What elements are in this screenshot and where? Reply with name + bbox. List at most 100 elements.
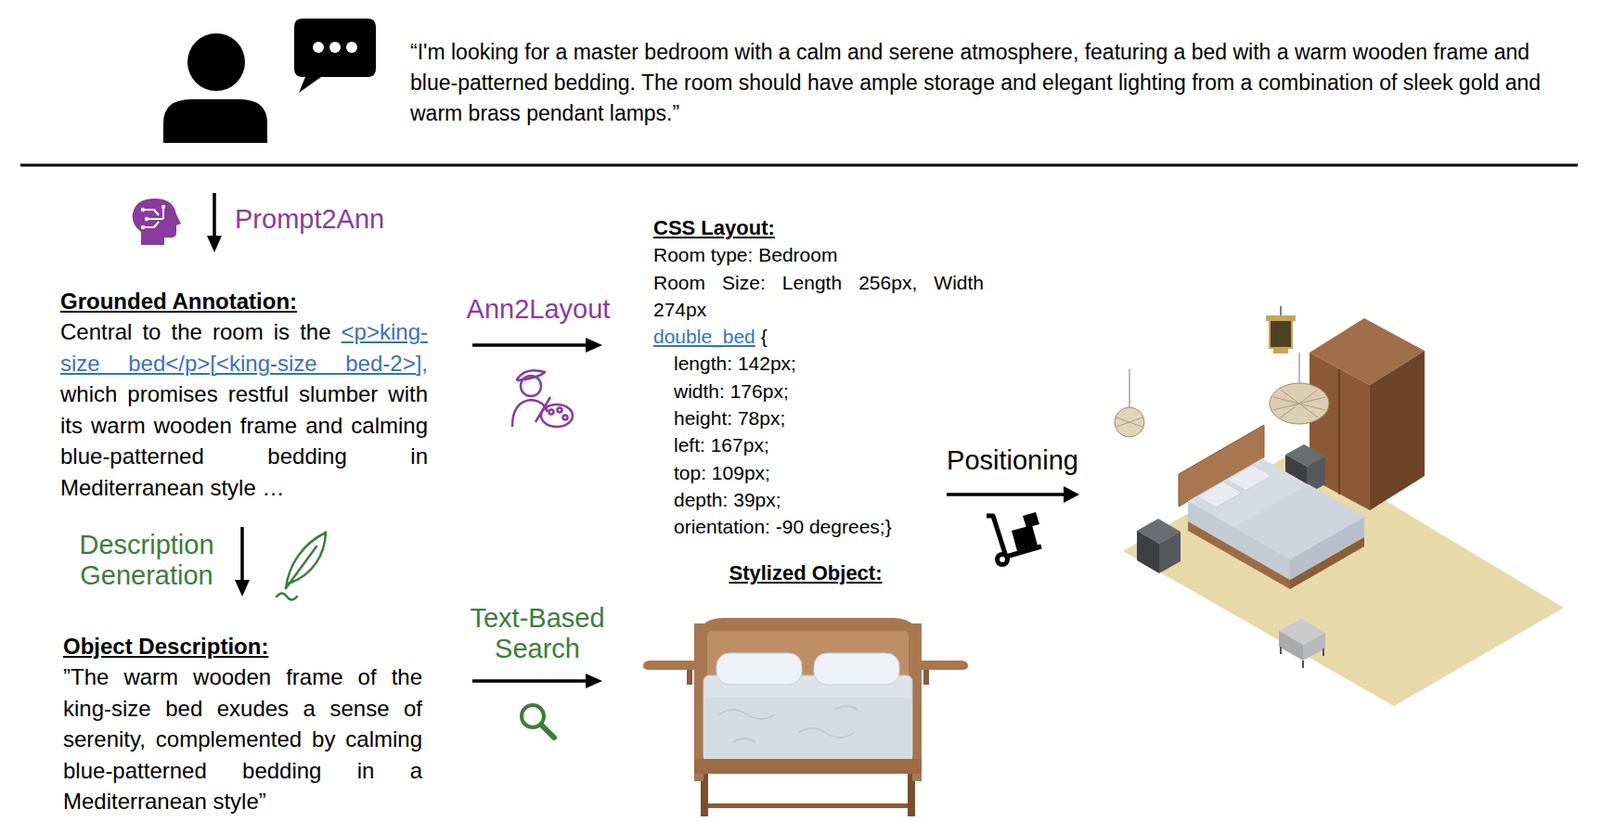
- stylized-bed-illustration: [733, 738, 756, 743]
- quill-icon: [276, 532, 326, 601]
- painter-icon: [535, 397, 551, 423]
- pendant-lamp: [1114, 407, 1145, 438]
- pendant-lamp: [1116, 417, 1143, 427]
- pendant-lamp: [1273, 389, 1326, 418]
- stylized-bed-illustration: [708, 803, 908, 809]
- speech-bubble-icon: [346, 41, 358, 53]
- bed: [1197, 481, 1242, 508]
- hand-truck-icon: [1011, 525, 1038, 552]
- ottoman: [1302, 660, 1304, 669]
- text-line: Room Size: Length 256px, Width 274px: [653, 269, 984, 324]
- hand-truck-icon: [994, 552, 1010, 568]
- speech-bubble-icon: [329, 41, 341, 53]
- text-line: Grounded Annotation:: [60, 285, 428, 317]
- text-line: top: 109px;: [653, 459, 984, 487]
- node-text: height: 78px;: [673, 407, 786, 429]
- bed: [1178, 425, 1365, 590]
- stylized-bed-illustration: [703, 675, 913, 762]
- flow-arrow: [212, 193, 217, 244]
- positioning-arrow: [1063, 486, 1080, 504]
- text-line: Central to the room is the <p>king-size …: [60, 316, 428, 504]
- stylized-bed-illustration: [835, 706, 858, 710]
- node-heading: Object Description:: [63, 633, 269, 659]
- brain-head-icon: [132, 198, 181, 246]
- linked-term: double_bed: [653, 325, 756, 348]
- brain-head-icon: [132, 198, 181, 246]
- quill-icon: [276, 593, 297, 601]
- stylized-bed-illustration: [719, 709, 775, 720]
- ottoman: [1278, 631, 1304, 661]
- wardrobe: [1309, 318, 1425, 511]
- brain-head-icon: [147, 218, 164, 220]
- object-description: Object Description:”The warm wooden fram…: [63, 596, 473, 818]
- brain-head-icon: [141, 225, 145, 230]
- node-text: orientation: -90 degrees;}: [673, 516, 892, 538]
- pendant-lamp: [1269, 383, 1330, 425]
- pendant-lamp: [1299, 352, 1301, 384]
- positioning-arrow: [946, 492, 1066, 497]
- ottoman: [1278, 619, 1326, 669]
- text-line: height: 78px;: [653, 404, 984, 432]
- node-text: {: [761, 325, 768, 348]
- node-text: left: 167px;: [673, 434, 770, 456]
- flow-arrow: [472, 343, 594, 348]
- brain-head-icon: [144, 217, 149, 221]
- painter-icon: [549, 410, 555, 415]
- node-text: which promises restful slumber with its …: [60, 381, 428, 501]
- edge-label: Description Generation: [67, 529, 226, 592]
- stylized-bed-illustration: [694, 759, 922, 775]
- painter-icon: [516, 370, 545, 381]
- node-heading: Stylized Object:: [728, 561, 882, 585]
- node-text: top: 109px;: [673, 462, 771, 484]
- user-icon: [187, 33, 246, 91]
- node-text: Room Size: Length 256px, Width 274px: [653, 271, 984, 321]
- text-line: “I'm looking for a master bedroom with a…: [410, 37, 1548, 130]
- edge-label: Prompt2Ann: [234, 204, 385, 235]
- stylized-bed-illustration: [643, 618, 968, 817]
- node-text: Room type: Bedroom: [653, 244, 838, 266]
- stylized-bed-illustration: [686, 670, 693, 685]
- css-layout: CSS Layout: Room type: BedroomRoom Size: …: [602, 214, 984, 542]
- text-line: depth: 39px;: [653, 486, 984, 514]
- bed: [1234, 484, 1365, 560]
- stylized-object: Stylized Object:: [602, 559, 1009, 817]
- nightstand: [1136, 530, 1160, 574]
- magnifier-icon: [541, 724, 555, 738]
- hand-truck-icon: [1022, 512, 1040, 529]
- brain-head-icon: [141, 207, 145, 212]
- text-line: orientation: -90 degrees;}: [653, 513, 984, 541]
- step-label: Positioning: [946, 445, 1079, 477]
- brain-head-icon: [143, 207, 164, 228]
- stylized-bed-illustration: [813, 653, 900, 685]
- stylized-bed-illustration: [719, 706, 858, 743]
- brain-head-icon: [162, 207, 165, 220]
- stylized-bed-illustration: [798, 728, 854, 738]
- edge-label: Text-Based Search: [458, 603, 617, 665]
- brain-head-icon: [143, 209, 159, 216]
- pendant-lamp: [1129, 369, 1131, 409]
- painter-icon: [563, 415, 568, 421]
- chandelier: [1273, 348, 1289, 354]
- quill-icon: [285, 546, 317, 589]
- hand-truck-icon: [999, 556, 1006, 563]
- speech-bubble-icon: [312, 41, 324, 53]
- text-line: CSS Layout:: [653, 214, 984, 242]
- chandelier: [1265, 315, 1296, 322]
- hand-truck-icon: [986, 512, 1042, 568]
- node-heading: CSS Layout:: [653, 216, 775, 240]
- stylized-bed-illustration: [643, 660, 697, 671]
- nightstand: [1136, 518, 1181, 574]
- node-text: Central to the room is the: [60, 319, 332, 345]
- ottoman: [1303, 632, 1326, 661]
- stylized-bed-illustration: [716, 653, 802, 685]
- text-line: double_bed {: [653, 322, 984, 350]
- node-heading: “I'm looking for a master bedroom with a…: [410, 39, 1541, 126]
- prompt-quote: “I'm looking for a master bedroom with a…: [157, 13, 1550, 194]
- magnifier-icon: [521, 705, 555, 738]
- chandelier: [1265, 306, 1296, 354]
- stylized-bed-illustration: [923, 670, 930, 685]
- ottoman: [1322, 648, 1325, 657]
- node-text: depth: 39px;: [673, 489, 782, 511]
- brain-head-icon: [143, 221, 159, 228]
